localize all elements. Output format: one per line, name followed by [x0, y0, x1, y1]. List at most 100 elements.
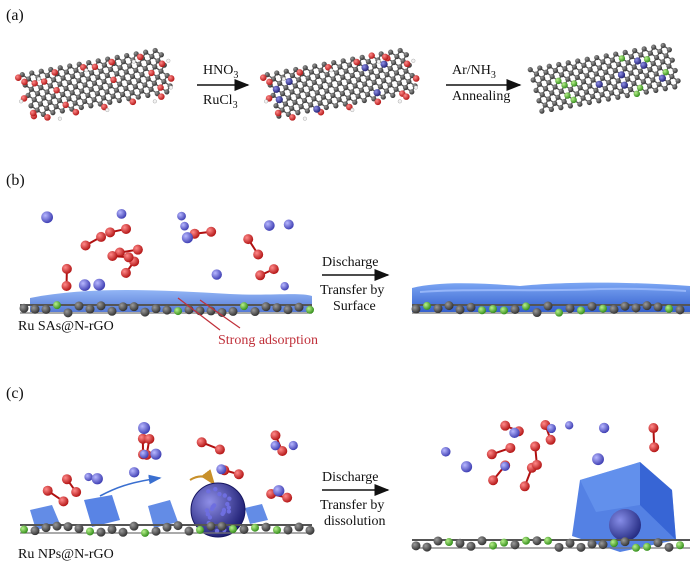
- edge-oxygen-atom: [259, 74, 267, 81]
- lithium-ion: [565, 421, 574, 430]
- carbon-atom: [162, 522, 172, 532]
- hydrogen-atom: [397, 99, 402, 104]
- carbon-atom: [286, 95, 292, 101]
- edge-oxygen-atom: [412, 75, 420, 82]
- carbon-atom: [110, 93, 116, 99]
- edge-oxygen-atom: [157, 93, 165, 100]
- carbon-atom: [622, 49, 628, 55]
- carbon-atom: [543, 69, 549, 75]
- carbon-atom: [108, 66, 114, 73]
- nitrogen-atom: [229, 525, 237, 534]
- oxygen-molecule-atom: [282, 492, 293, 503]
- nitrogen-atom: [564, 92, 571, 99]
- ruthenium-atom: [275, 96, 283, 104]
- nitrogen-atom: [633, 90, 641, 98]
- carbon-atom: [283, 68, 289, 74]
- carbon-atom: [381, 78, 387, 84]
- carbon-atom: [63, 522, 73, 532]
- carbon-atom: [349, 72, 355, 79]
- carbon-atom: [164, 89, 170, 95]
- carbon-atom: [533, 87, 539, 93]
- oxygen-molecule-atom: [96, 231, 107, 242]
- carbon-atom: [580, 79, 587, 85]
- carbon-atom: [542, 102, 548, 108]
- ru-surface-atom: [204, 508, 210, 513]
- carbon-atom: [380, 94, 386, 100]
- carbon-atom: [558, 105, 564, 111]
- carbon-atom: [47, 99, 53, 105]
- carbon-atom: [282, 101, 289, 107]
- lithium-ion: [78, 279, 91, 291]
- ruthenium-atom: [285, 77, 293, 86]
- carbon-atom: [545, 96, 552, 102]
- carbon-atom: [133, 67, 139, 73]
- ruthenium-atom: [595, 80, 603, 88]
- discharge-label-c: Discharge: [322, 470, 379, 485]
- carbon-atom: [527, 67, 533, 73]
- ru-surface-atom: [225, 501, 230, 507]
- carbon-atom: [615, 78, 621, 84]
- oxygen-molecule-atom: [61, 474, 72, 485]
- carbon-atom: [250, 307, 260, 317]
- oxygen-molecule-atom: [253, 249, 264, 260]
- carbon-atom: [537, 65, 543, 71]
- carbon-atom: [397, 47, 403, 54]
- oxygen-atom: [62, 101, 69, 109]
- carbon-atom: [578, 68, 584, 74]
- carbon-atom: [580, 95, 586, 101]
- carbon-atom: [362, 81, 368, 87]
- carbon-atom: [145, 92, 151, 98]
- carbon-atom: [625, 76, 631, 82]
- lithium-ion: [91, 473, 103, 485]
- carbon-atom: [114, 54, 120, 60]
- carbon-atom: [152, 64, 158, 70]
- n-rgo-substrate-b-left: [19, 301, 314, 318]
- carbon-atom: [650, 77, 656, 83]
- carbon-atom: [217, 307, 227, 317]
- hydrogen-atom: [105, 108, 110, 113]
- edge-oxygen-atom: [296, 69, 304, 76]
- carbon-atom: [584, 56, 590, 62]
- carbon-atom: [411, 541, 421, 551]
- ruthenium-atom: [373, 89, 381, 97]
- carbon-atom: [120, 59, 126, 65]
- carbon-atom: [387, 65, 393, 72]
- carbon-atom: [628, 86, 634, 93]
- ruthenium-atom: [617, 71, 626, 79]
- carbon-atom: [283, 525, 293, 535]
- nitrogen-atom: [489, 541, 497, 550]
- carbon-atom: [261, 522, 271, 532]
- carbon-atom: [647, 83, 653, 89]
- oxygen-molecule-atom: [270, 430, 281, 441]
- carbon-atom: [132, 84, 139, 90]
- n-rgo-substrate-b-right: [411, 301, 690, 318]
- ru-surface-atom: [206, 489, 211, 494]
- hydrogen-atom: [57, 116, 62, 121]
- hydrogen-atom: [281, 76, 286, 81]
- carbon-atom: [577, 85, 583, 91]
- nitrogen-atom: [570, 80, 578, 87]
- carbon-atom: [315, 73, 321, 79]
- ru-surface-atom: [211, 503, 217, 508]
- carbon-atom: [152, 47, 158, 54]
- carbon-atom: [76, 78, 82, 84]
- carbon-atom: [640, 79, 647, 85]
- edge-oxygen-atom: [402, 93, 410, 100]
- ruthenium-atom: [313, 105, 321, 113]
- carbon-atom: [53, 104, 59, 110]
- carbon-atom: [161, 78, 167, 85]
- carbon-atom: [411, 304, 421, 314]
- carbon-atom: [455, 305, 465, 315]
- carbon-atom: [620, 537, 630, 547]
- carbon-atom: [151, 80, 157, 86]
- carbon-atom: [98, 84, 104, 91]
- carbon-atom: [352, 99, 358, 105]
- carbon-atom: [660, 59, 666, 65]
- carbon-atom: [129, 302, 139, 312]
- carbon-atom: [294, 522, 304, 532]
- oxygen-molecule-atom: [71, 487, 82, 498]
- edge-oxygen-atom: [381, 53, 389, 61]
- oxygen-molecule-atom: [80, 240, 91, 251]
- carbon-atom: [554, 542, 564, 552]
- carbon-atom: [72, 100, 78, 106]
